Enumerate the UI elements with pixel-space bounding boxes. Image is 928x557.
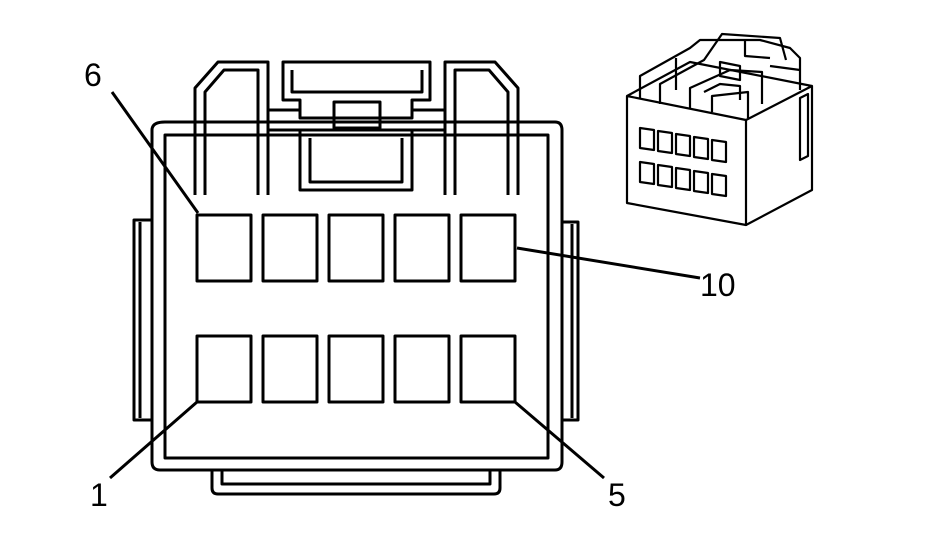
cavity-8 [327, 213, 385, 283]
leader-line-5 [514, 400, 605, 480]
pin-label-5: 5 [608, 477, 626, 513]
leader-line-6 [110, 91, 200, 214]
cavity-1 [195, 334, 253, 404]
cavity-9 [393, 213, 451, 283]
pin-label-1: 1 [90, 477, 108, 513]
connector-body [132, 120, 580, 496]
cavity-2 [261, 334, 319, 404]
leader-line-10 [516, 246, 701, 280]
connector-isometric [625, 32, 814, 227]
cavity-5 [459, 334, 517, 404]
leader-line-1 [109, 400, 198, 480]
cavity-7 [261, 213, 319, 283]
cavity-4 [393, 334, 451, 404]
cavity-6 [195, 213, 253, 283]
cavity-3 [327, 334, 385, 404]
pin-label-10: 10 [700, 267, 736, 303]
cavity-10 [459, 213, 517, 283]
cavity-row-top [195, 213, 517, 283]
cavity-row-bottom [195, 334, 517, 404]
pin-label-6: 6 [84, 57, 102, 93]
leader-lines [109, 91, 701, 480]
connector-latch [193, 60, 520, 195]
